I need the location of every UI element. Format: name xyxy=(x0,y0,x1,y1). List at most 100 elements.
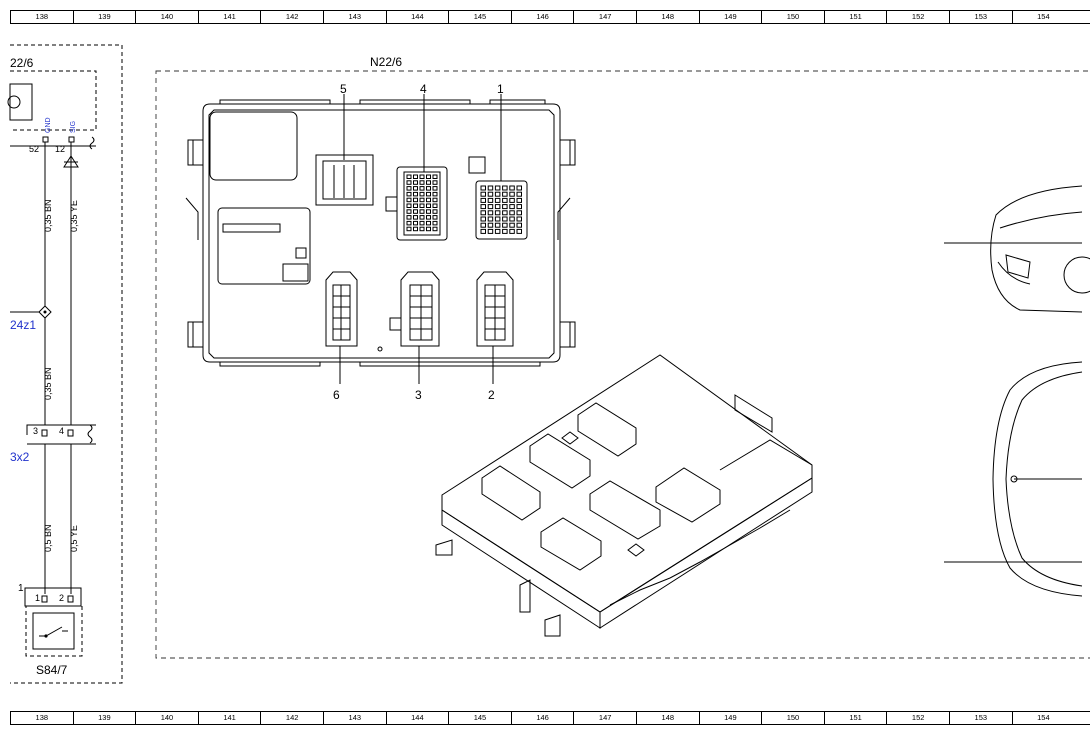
connector-pin xyxy=(419,180,425,185)
connector-pin xyxy=(516,191,522,197)
ruler-cell: 143 xyxy=(323,712,386,724)
connector-label: 3x2 xyxy=(10,450,30,464)
connector-number: 2 xyxy=(488,388,495,402)
connector-pin xyxy=(487,210,494,216)
connector-pin xyxy=(494,204,501,210)
pin-12-label: 12 xyxy=(55,144,65,154)
side-clip xyxy=(187,321,204,348)
connector-pin xyxy=(480,185,486,191)
connector-pin xyxy=(432,197,438,203)
grid-ruler-top: 138 139 140 141 142 143 144 145 146 147 … xyxy=(10,10,1090,24)
switch-pin-label: 2 xyxy=(59,593,64,603)
ruler-cell: 146 xyxy=(510,11,574,23)
wire-label: 0,35 BN xyxy=(43,367,53,400)
connector-pin xyxy=(426,180,431,185)
vehicle-front-detail xyxy=(997,211,1083,285)
pin-3-terminal xyxy=(41,429,48,437)
pin-52-label: 52 xyxy=(29,144,39,154)
connector-6-slots xyxy=(333,285,350,340)
iso-rear-clip xyxy=(734,394,773,433)
vehicle-top-outline xyxy=(992,361,1083,597)
label-panel-bar xyxy=(222,223,281,233)
ruler-cell: 140 xyxy=(135,11,198,23)
switch-lever-icon xyxy=(45,626,63,637)
connector-pin xyxy=(419,209,425,214)
module-edge-detail xyxy=(219,99,546,104)
connector-3-latch xyxy=(389,317,402,331)
side-latch xyxy=(185,197,571,240)
connector-pin xyxy=(516,204,522,210)
connector-pin xyxy=(494,210,501,216)
connector-pin xyxy=(413,209,418,214)
connector-pin xyxy=(406,215,412,220)
switch-dashed-box xyxy=(25,605,83,657)
switch-label: S84/7 xyxy=(36,663,68,677)
vehicle-front-outline xyxy=(990,185,1083,313)
connector-pin xyxy=(502,222,508,228)
connector-pin xyxy=(406,186,412,191)
iso-clip xyxy=(435,539,561,637)
module-isometric-view xyxy=(435,354,813,637)
connector-pin xyxy=(413,174,418,179)
connector-pin xyxy=(516,228,522,234)
splice-dot xyxy=(43,310,47,314)
connector-pin xyxy=(406,220,412,226)
connector-pin xyxy=(509,204,515,210)
connector-pin xyxy=(516,197,522,203)
side-clip xyxy=(559,139,576,166)
switch-ref-label: 1 xyxy=(18,583,24,594)
connector-pin xyxy=(432,220,438,226)
connector-pin xyxy=(406,203,412,208)
connector-pin xyxy=(509,197,515,203)
connector-pin xyxy=(406,209,412,214)
connector-pin xyxy=(426,191,431,197)
ruler-cell: 148 xyxy=(636,11,699,23)
connector-pin xyxy=(432,191,438,197)
connector-pin xyxy=(413,203,418,208)
side-clip xyxy=(559,321,576,348)
connector-pin xyxy=(419,226,425,232)
iso-connector xyxy=(655,467,721,523)
ruler-cell: 153 xyxy=(949,11,1012,23)
connector-pin xyxy=(494,216,501,222)
ruler-cell: 144 xyxy=(385,11,449,23)
label-panel-box xyxy=(295,247,307,259)
iso-front-face xyxy=(441,509,601,629)
connector-6: 6 xyxy=(325,271,358,402)
iso-label-area xyxy=(719,439,813,471)
connector-pin xyxy=(432,215,438,220)
connector-pin xyxy=(426,174,431,179)
connector-number: 3 xyxy=(415,388,422,402)
module-edge-detail xyxy=(219,362,541,367)
ruler-cell: 141 xyxy=(197,11,261,23)
connector-pin xyxy=(426,220,431,226)
connector-pin xyxy=(516,216,522,222)
iso-top-face xyxy=(441,354,813,613)
connector-3-slots xyxy=(410,285,432,340)
iso-side-detail xyxy=(609,509,791,606)
connector-pin xyxy=(502,191,508,197)
ruler-cell: 152 xyxy=(886,712,949,724)
left-circuit: 22/6 GND SIG 52 12 0,35 BN 0,35 YE 24z1 … xyxy=(7,44,123,684)
connector-pin xyxy=(494,191,501,197)
connector-pin xyxy=(494,222,501,228)
connector-pin xyxy=(426,203,431,208)
switch-body xyxy=(32,612,75,650)
iso-connector xyxy=(529,433,591,489)
ruler-cell: 147 xyxy=(573,712,636,724)
connector-3: 3 xyxy=(389,271,440,402)
ruler-cell: 150 xyxy=(761,712,824,724)
connector-pin xyxy=(419,191,425,197)
connector-pin xyxy=(426,186,431,191)
ruler-cell: 149 xyxy=(698,712,762,724)
connector-pin xyxy=(419,197,425,203)
connector-5-slots xyxy=(333,165,355,198)
connector-frame xyxy=(26,424,96,435)
iso-connector xyxy=(589,480,661,540)
connector-pin xyxy=(406,180,412,185)
vehicle-front-view xyxy=(944,185,1090,313)
connector-pin xyxy=(413,191,418,197)
connector-pin xyxy=(432,209,438,214)
connector-pin xyxy=(432,226,438,232)
